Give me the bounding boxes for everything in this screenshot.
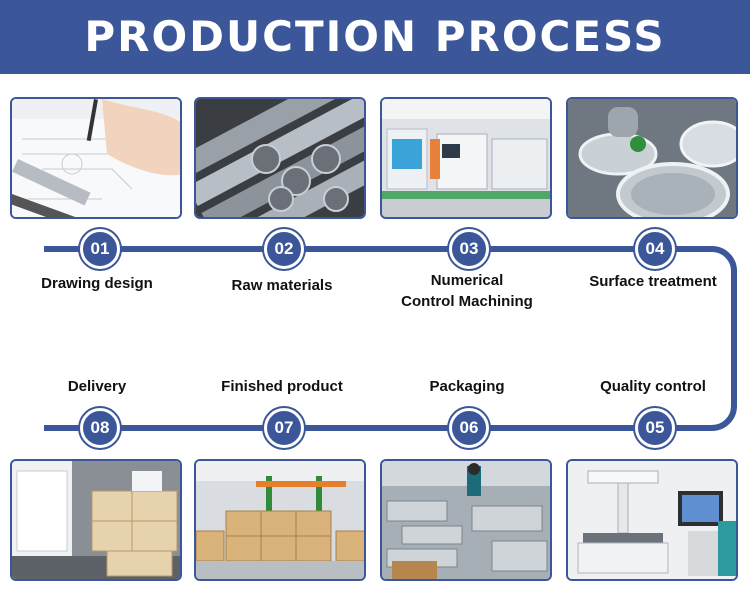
truck-loading-photo (10, 459, 182, 581)
polishing-photo (566, 97, 738, 219)
header-banner: PRODUCTION PROCESS (0, 0, 750, 74)
steel-bars-photo (194, 97, 366, 219)
step-badge-04: 04 (635, 229, 675, 269)
step-label-line-2: Control Machining (401, 293, 533, 310)
step-badge-05: 05 (635, 408, 675, 448)
step-badge-08: 08 (80, 408, 120, 448)
step-label-quality-control: Quality control (600, 378, 706, 395)
step-label-finished-product: Finished product (221, 378, 343, 395)
step-badge-01: 01 (80, 229, 120, 269)
warehouse-boxes-photo (194, 459, 366, 581)
step-label-raw-materials: Raw materials (231, 277, 333, 294)
step-badge-03: 03 (449, 229, 489, 269)
step-label-packaging: Packaging (429, 378, 505, 395)
measuring-machine-photo (566, 459, 738, 581)
step-badge-07: 07 (264, 408, 304, 448)
step-label-line-1: Numerical (430, 272, 504, 289)
packaging-line-photo (380, 459, 552, 581)
step-badge-02: 02 (264, 229, 304, 269)
cnc-workshop-photo (380, 97, 552, 219)
page-title: PRODUCTION PROCESS (84, 12, 666, 61)
drawing-photo (10, 97, 182, 219)
step-label-drawing-design: Drawing design (41, 275, 153, 292)
step-badge-06: 06 (449, 408, 489, 448)
step-label-delivery: Delivery (67, 378, 127, 395)
step-label-surface-treatment: Surface treatment (589, 273, 717, 290)
step-label-numerical-control-machining: Numerical Control Machining (372, 270, 562, 312)
